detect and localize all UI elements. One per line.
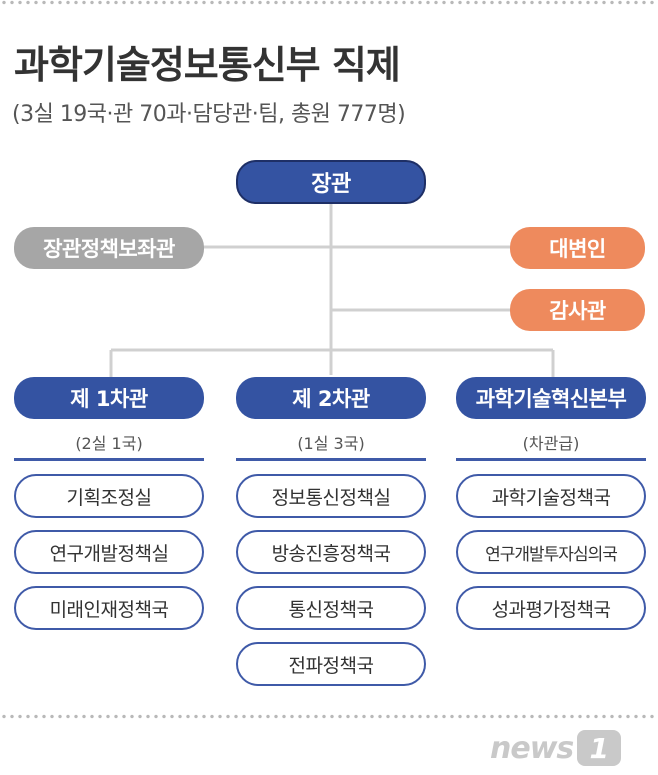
unit-box: 방송진흥정책국 [236,530,426,574]
column-divider-2 [236,458,426,461]
unit-box: 미래인재정책국 [14,586,204,630]
unit-box: 성과평가정책국 [456,586,646,630]
minister-box: 장관 [236,160,426,204]
unit-box: 기획조정실 [14,474,204,518]
logo-badge: 1 [577,730,622,766]
unit-box: 정보통신정책실 [236,474,426,518]
innovation-headquarters-note: (차관급) [522,434,580,453]
bottom-dotted-border [0,714,658,719]
unit-box: 연구개발투자심의국 [456,530,646,574]
innovation-headquarters-box: 과학기술혁신본부 [456,377,646,419]
page-subtitle: (3실 19국·관 70과·담당관·팀, 총원 777명) [12,102,406,127]
spokesperson-box: 대변인 [510,227,645,269]
unit-box: 전파정책국 [236,642,426,686]
second-vice-minister-note: (1실 3국) [297,434,365,453]
unit-box: 과학기술정책국 [456,474,646,518]
column-divider-1 [14,458,204,461]
second-vice-minister-box: 제 2차관 [236,377,426,419]
policy-advisor-box: 장관정책보좌관 [14,227,204,269]
unit-box: 연구개발정책실 [14,530,204,574]
first-vice-minister-box: 제 1차관 [14,377,204,419]
first-vice-minister-note: (2실 1국) [75,434,143,453]
unit-box: 통신정책국 [236,586,426,630]
top-dotted-border [0,0,658,5]
logo-wordmark: news [490,730,574,766]
audit-office-box: 감사관 [510,289,645,331]
page-title: 과학기술정보통신부 직제 [14,43,401,87]
news1-logo: news 1 [490,725,650,771]
column-divider-3 [456,458,646,461]
